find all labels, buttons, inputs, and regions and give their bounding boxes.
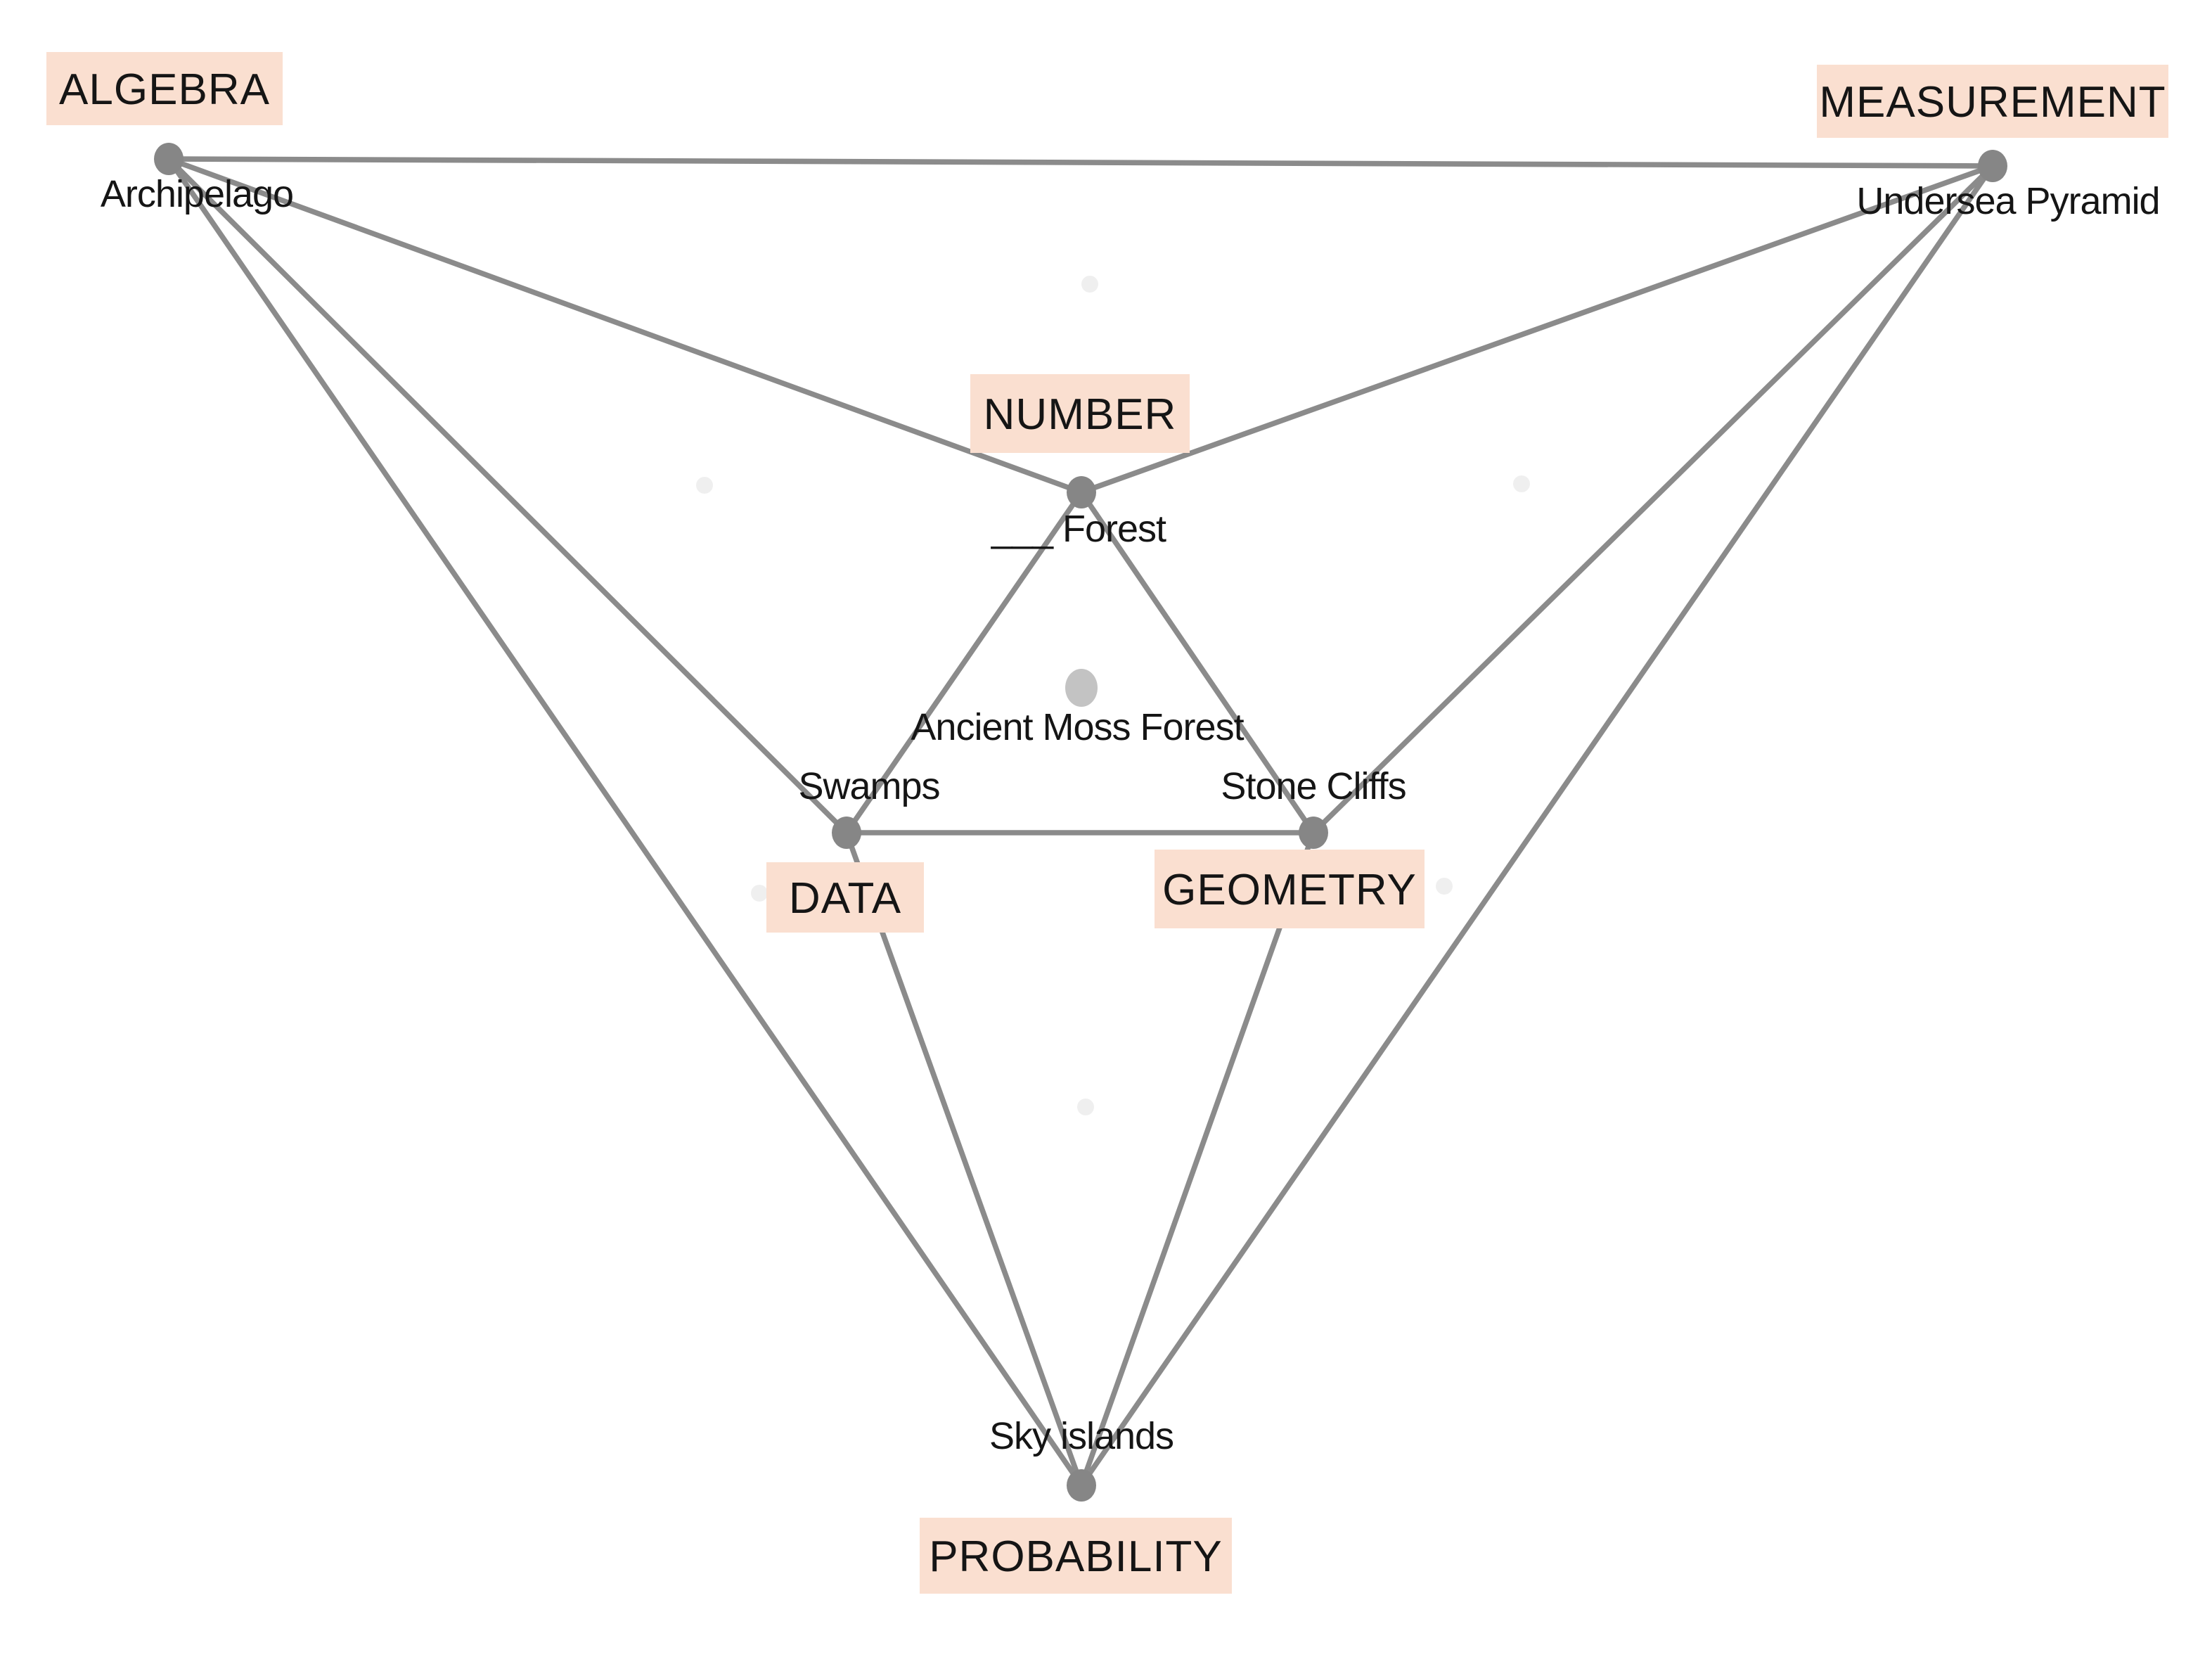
- category-label-geometry: GEOMETRY: [1162, 866, 1417, 914]
- category-label-measurement: MEASUREMENT: [1819, 78, 2166, 127]
- nodes-layer: [154, 143, 2007, 1502]
- node-dot-measurement: [1978, 150, 2007, 182]
- unplaced-node-dot-ancient-moss-forest[interactable]: [1065, 669, 1098, 707]
- edge-measurement-geometry: [1311, 164, 1995, 835]
- ghost-dot-4: [751, 885, 768, 902]
- edge-algebra-data: [167, 157, 849, 835]
- edge-measurement-probability: [1079, 164, 1995, 1487]
- ghost-dot-2: [696, 477, 713, 494]
- node-dot-algebra: [154, 143, 184, 175]
- category-box-algebra: [46, 52, 283, 125]
- node-dot-probability: [1067, 1469, 1096, 1502]
- location-label-data: Swamps: [798, 765, 939, 807]
- edge-measurement-number: [1080, 163, 1994, 495]
- node-dot-number: [1067, 476, 1096, 508]
- edge-data-probability: [844, 831, 1084, 1487]
- location-label-probability: Sky islands: [989, 1415, 1173, 1457]
- edge-number-data: [844, 490, 1084, 835]
- edge-algebra-measurement: [168, 156, 1993, 169]
- category-box-number: [970, 374, 1190, 453]
- ghost-dot-3: [1513, 475, 1530, 492]
- category-label-data: DATA: [789, 874, 901, 923]
- ghost-dot-5: [1436, 878, 1453, 895]
- location-label-algebra: Archipelago: [101, 173, 293, 215]
- category-box-geometry: [1155, 850, 1425, 928]
- category-box-probability: [920, 1518, 1232, 1594]
- edges-layer: [166, 156, 1995, 1487]
- edge-algebra-number: [167, 156, 1083, 495]
- text-layer: ALGEBRA Archipelago MEASUREMENT Undersea Py…: [59, 65, 2166, 1581]
- node-dot-data: [832, 817, 861, 849]
- edge-algebra-probability: [166, 157, 1084, 1487]
- location-label-measurement: Undersea Pyramid: [1856, 180, 2159, 222]
- edge-number-geometry: [1079, 490, 1316, 835]
- location-label-geometry: Stone Cliffs: [1221, 765, 1406, 807]
- ghost-dot-6: [1077, 1099, 1094, 1115]
- ghost-dot-1: [1081, 276, 1098, 293]
- category-box-measurement: [1817, 65, 2168, 138]
- category-box-data: [766, 862, 924, 933]
- node-dot-geometry: [1299, 817, 1328, 849]
- location-label-number: ___ Forest: [991, 508, 1166, 550]
- edge-geometry-probability: [1079, 831, 1316, 1487]
- category-label-algebra: ALGEBRA: [59, 65, 270, 114]
- category-label-probability: PROBABILITY: [929, 1532, 1223, 1581]
- unplaced-node-label-ancient-moss-forest[interactable]: Ancient Moss Forest: [911, 706, 1245, 748]
- category-label-number: NUMBER: [984, 390, 1177, 439]
- category-boxes-layer: [46, 52, 2168, 1594]
- ghost-dots-layer: [696, 276, 1530, 1115]
